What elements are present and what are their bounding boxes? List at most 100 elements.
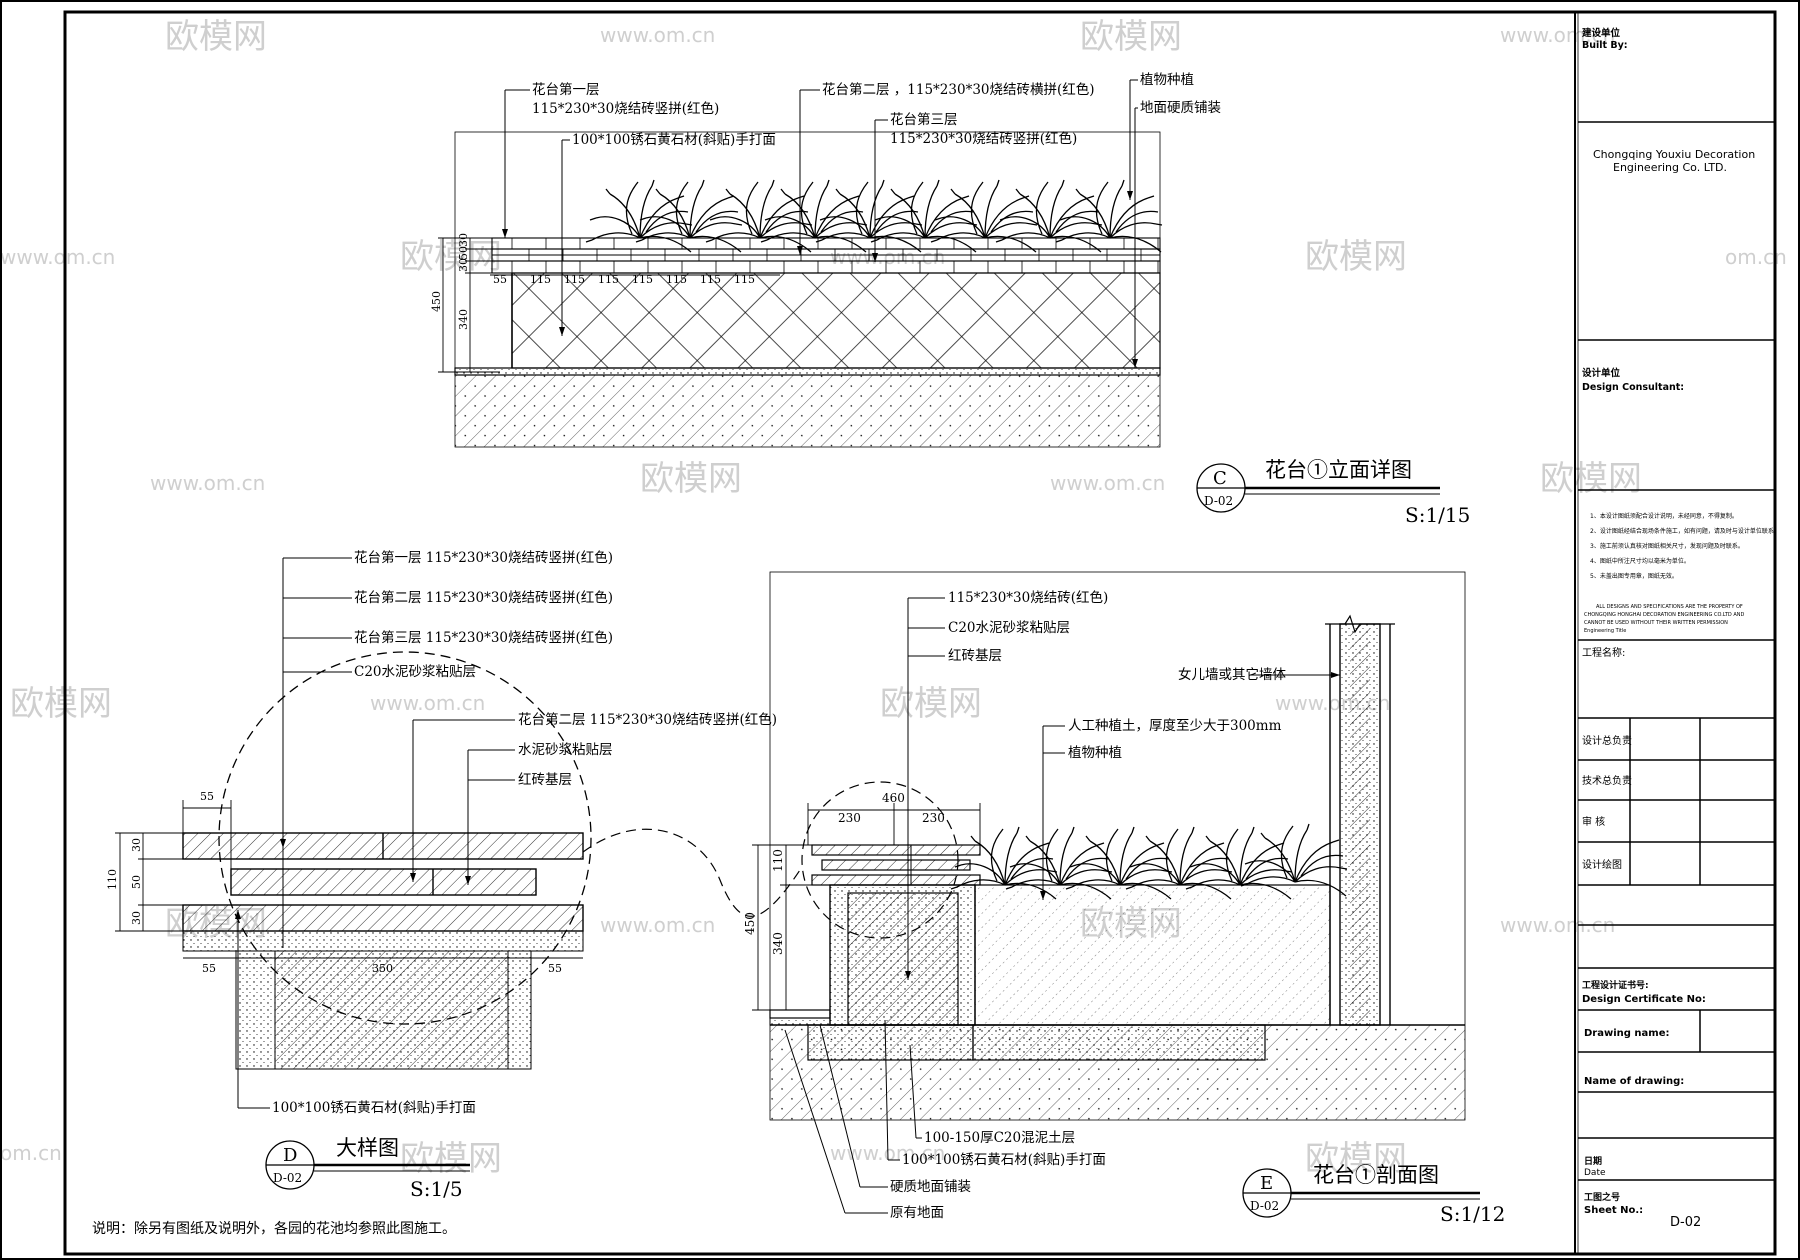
- watermark-brand: 欧模网: [1305, 1139, 1407, 1179]
- elev-dim-seg: 115: [734, 273, 755, 286]
- watermark-site: www.om.cn: [1500, 23, 1615, 47]
- title-block: 建设单位 Built By: Chongqing Youxiu Decorati…: [1574, 12, 1780, 1254]
- elev-dim-seg: 115: [564, 273, 585, 286]
- tb-date-cn: 日期: [1584, 1155, 1602, 1167]
- tb-rights: CANNOT BE USED WITHOUT THEIR WRITTEN PER…: [1584, 620, 1728, 626]
- section-label-paving: 硬质地面铺装: [890, 1179, 971, 1195]
- tb-rights: ALL DESIGNS AND SPECIFICATIONS ARE THE P…: [1596, 604, 1743, 610]
- section-title-scale: S:1/12: [1440, 1202, 1505, 1226]
- detail-label-mortar: C20水泥砂浆粘贴层: [354, 664, 476, 680]
- watermark-short: om.cn: [0, 1141, 62, 1165]
- detail-dim-left: 55: [202, 962, 216, 975]
- elev-title-id: C: [1213, 468, 1227, 489]
- watermark-brand: 欧模网: [1540, 459, 1642, 499]
- section-label-mortar: C20水泥砂浆粘贴层: [948, 620, 1070, 636]
- watermark-site: www.om.cn: [370, 691, 485, 715]
- section-label-concrete: 100-150厚C20混泥土层: [924, 1130, 1075, 1146]
- elev-label-layer3-spec: 115*230*30烧结砖竖拼(红色): [890, 130, 1077, 147]
- tb-built-by-cn: 建设单位: [1581, 27, 1621, 39]
- watermark-site: www.om.cn: [150, 471, 265, 495]
- tb-date: Date: [1584, 1168, 1606, 1178]
- section-dim-total: 460: [882, 791, 905, 805]
- drawing-note: 说明：除另有图纸及说明外，各园的花池均参照此图施工。: [92, 1220, 456, 1237]
- detail-label-base: 红砖基层: [518, 771, 572, 788]
- tb-rights: Engineering Title: [1584, 628, 1626, 634]
- elevation-plants: [585, 179, 1163, 253]
- elev-dim-t3: 30: [457, 258, 470, 272]
- detail-label-l1: 花台第一层 115*230*30烧结砖竖拼(红色): [354, 549, 613, 566]
- elev-dim-first: 55: [493, 273, 507, 286]
- tb-role: 设计总负责: [1582, 734, 1632, 747]
- section-title-name: 花台①剖面图: [1313, 1163, 1439, 1187]
- tb-cert-cn: 工程设计证书号:: [1582, 979, 1649, 991]
- watermark-short: om.cn: [1725, 245, 1787, 269]
- watermark-site: www.om.cn: [1050, 471, 1165, 495]
- watermark-site: www.om.cn: [0, 245, 115, 269]
- section-label-plants: 植物种植: [1068, 745, 1122, 761]
- detail-title-ref: D-02: [273, 1171, 302, 1185]
- elev-label-paving: 地面硬质铺装: [1140, 100, 1221, 116]
- tb-role: 设计绘图: [1582, 858, 1622, 871]
- section-title-ref: D-02: [1250, 1199, 1279, 1213]
- elev-dim-seg: 115: [666, 273, 687, 286]
- tb-role: 审 核: [1582, 815, 1605, 828]
- section-label-base: 红砖基层: [948, 647, 1002, 664]
- detail-title-scale: S:1/5: [410, 1177, 463, 1201]
- watermark-layer: 欧模网 欧模网 欧模网 欧模网 欧模网 欧模网 欧模网 欧模网 欧模网 欧模网 …: [0, 17, 1787, 1179]
- elev-label-layer3: 花台第三层: [890, 111, 958, 128]
- detail-label-l3: 花台第三层 115*230*30烧结砖竖拼(红色): [354, 629, 613, 646]
- section-label-stone: 100*100锈石黄石材(斜贴)手打面: [902, 1151, 1106, 1168]
- watermark-brand: 欧模网: [10, 684, 112, 724]
- elev-title-scale: S:1/15: [1405, 503, 1470, 527]
- detail-title-name: 大样图: [336, 1136, 399, 1160]
- watermark-site: www.om.cn: [600, 913, 715, 937]
- watermark-brand: 欧模网: [400, 237, 502, 277]
- elev-label-layer1: 花台第一层: [532, 81, 600, 98]
- elev-label-stone: 100*100锈石黄石材(斜贴)手打面: [572, 131, 776, 148]
- elev-title-name: 花台①立面详图: [1265, 458, 1412, 482]
- tb-consultant-cn: 设计单位: [1582, 367, 1621, 379]
- detail-dim-right: 55: [548, 962, 562, 975]
- tb-note: 5、未盖出图专用章，图纸无效。: [1590, 572, 1678, 580]
- section-dim-b: 230: [922, 811, 945, 825]
- watermark-brand: 欧模网: [400, 1139, 502, 1179]
- elev-dim-t2: 50: [457, 246, 470, 260]
- detail-label-mortar2: 水泥砂浆粘贴层: [518, 742, 613, 758]
- detail-dim-mid: 350: [372, 962, 393, 975]
- tb-note: 2、设计图纸经结合现场条件施工，如有问题，请及时与设计单位联系。: [1590, 527, 1780, 535]
- elev-dim-seg: 115: [598, 273, 619, 286]
- detail-dim-a: 30: [130, 838, 143, 852]
- tb-consultant: Design Consultant:: [1582, 382, 1684, 393]
- section-dim-a: 230: [838, 811, 861, 825]
- watermark-brand: 欧模网: [1080, 17, 1182, 57]
- elev-label-layer2: 花台第二层 ，115*230*30烧结砖横拼(红色): [822, 81, 1095, 98]
- section-view: 115*230*30烧结砖(红色) C20水泥砂浆粘贴层 红砖基层 女儿墙或其它…: [743, 571, 1505, 1226]
- detail-label-l2: 花台第二层 115*230*30烧结砖竖拼(红色): [354, 589, 613, 606]
- tb-company-1: Chongqing Youxiu Decoration: [1593, 148, 1755, 161]
- watermark-site: www.om.cn: [600, 23, 715, 47]
- elev-dim-seg: 115: [632, 273, 653, 286]
- elevation-title: C D-02 花台①立面详图 S:1/15: [1196, 458, 1470, 527]
- section-title-id: E: [1260, 1173, 1273, 1194]
- section-dim-h2: 450: [743, 912, 757, 935]
- section-label-soil: 人工种植土，厚度至少大于300mm: [1068, 718, 1282, 734]
- tb-rights: CHONGQING HONGHAI DECORATION ENGINEERING…: [1584, 612, 1745, 618]
- section-label-ground: 原有地面: [890, 1205, 944, 1221]
- section-label-brick: 115*230*30烧结砖(红色): [948, 589, 1108, 606]
- elev-label-layer1-spec: 115*230*30烧结砖竖拼(红色): [532, 100, 719, 117]
- tb-drawing-name: Drawing name:: [1584, 1028, 1669, 1039]
- tb-role: 技术总负责: [1582, 774, 1632, 787]
- elev-dim-base: 340: [457, 309, 470, 330]
- tb-built-by: Built By:: [1582, 40, 1628, 51]
- detail-dim-top: 55: [200, 790, 214, 803]
- tb-project-name: 工程名称:: [1582, 646, 1625, 659]
- watermark-brand: 欧模网: [165, 17, 267, 57]
- section-dim-h3: 340: [771, 932, 785, 955]
- elev-dim-seg: 115: [700, 273, 721, 286]
- elev-dim-t1: 30: [457, 233, 470, 247]
- elev-dim-seg: 115: [530, 273, 551, 286]
- tb-sheet-no: D-02: [1670, 1215, 1701, 1230]
- section-dim-h1: 110: [771, 849, 785, 872]
- section-title: E D-02 花台①剖面图 S:1/12: [1242, 1163, 1505, 1226]
